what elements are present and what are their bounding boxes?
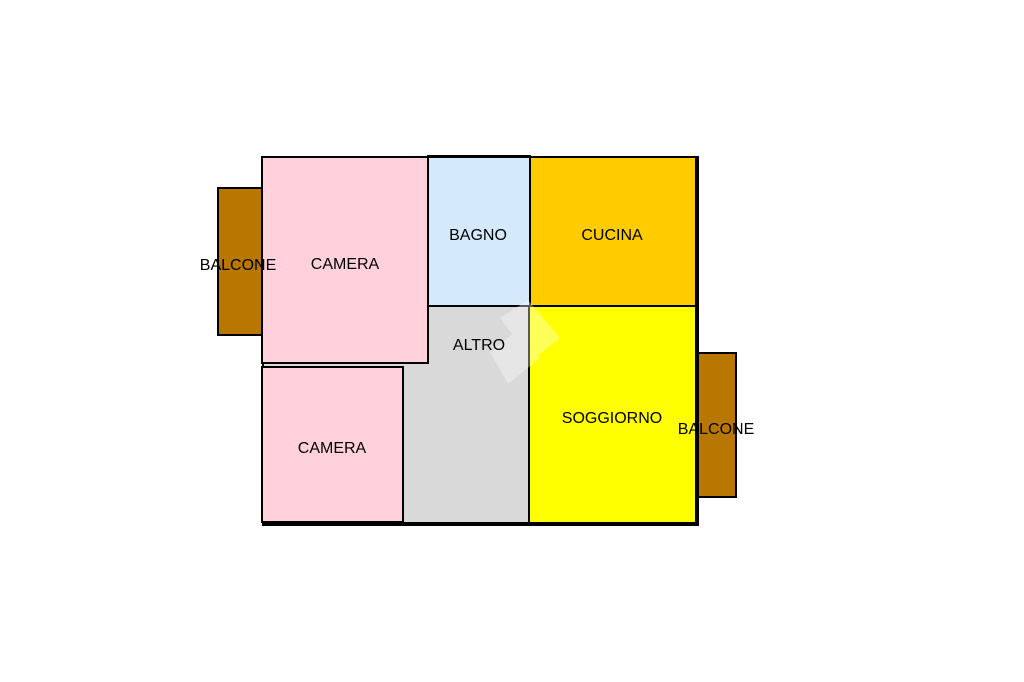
label-bagno: BAGNO <box>449 227 507 244</box>
label-cucina: CUCINA <box>581 227 643 244</box>
label-camera-top: CAMERA <box>311 256 380 273</box>
watermark-logo <box>490 300 560 384</box>
label-soggiorno: SOGGIORNO <box>562 410 662 427</box>
room-balcone-right <box>697 352 737 498</box>
room-balcone-left <box>217 187 263 336</box>
label-balcone-left: BALCONE <box>200 257 276 274</box>
label-balcone-right: BALCONE <box>678 421 754 438</box>
room-bagno <box>427 155 531 307</box>
room-soggiorno <box>528 305 698 524</box>
room-camera-bottom <box>261 366 404 523</box>
label-camera-bottom: CAMERA <box>298 440 367 457</box>
label-altro: ALTRO <box>453 337 505 354</box>
room-camera-top <box>261 156 429 364</box>
